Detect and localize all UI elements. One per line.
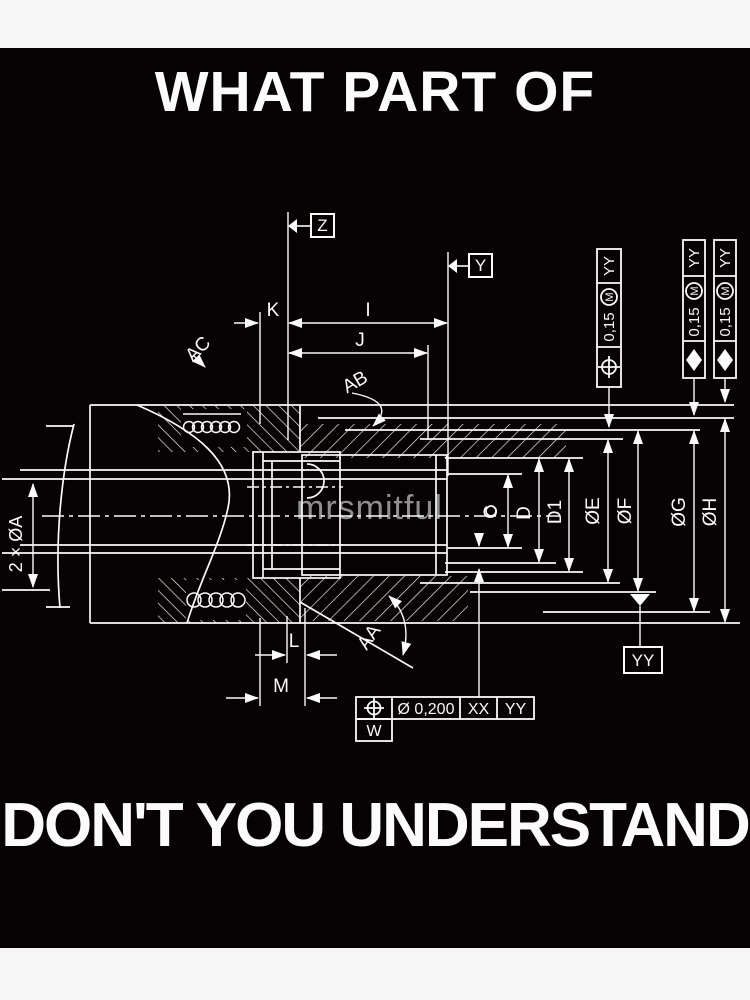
headline-bottom: DON'T YOU UNDERSTAND <box>1 791 750 860</box>
label-oe: ØE <box>583 497 604 524</box>
svg-text:M: M <box>720 286 732 295</box>
diamond-icon <box>717 349 733 371</box>
fcf-bottom-datum1: XX <box>468 701 490 718</box>
label-j: J <box>355 330 365 351</box>
label-l: L <box>289 631 300 652</box>
fcf-bottom-tolerance: Ø 0,200 <box>398 701 455 718</box>
datum-yy-label: YY <box>632 651 655 670</box>
diamond-icon <box>686 349 702 371</box>
position-icon <box>364 698 384 718</box>
fcf1-datum: YY <box>601 256 618 276</box>
fcf3-datum: YY <box>717 248 734 268</box>
datum-w-label: W <box>366 723 382 740</box>
datum-triangle-icon <box>448 259 457 273</box>
fcf-vertical-2: M 0,15 YY <box>682 239 706 379</box>
centerlines <box>42 486 560 546</box>
fcf-vertical-1: M 0,15 YY <box>596 248 622 388</box>
bottom-white-band <box>0 948 750 1000</box>
garter-spring-coils <box>182 413 246 608</box>
headline-top: WHAT PART OF <box>154 60 596 124</box>
label-c: C <box>481 505 502 519</box>
m-circle-icon: M <box>685 282 703 300</box>
label-i: I <box>365 300 370 321</box>
label-m: M <box>273 676 289 697</box>
label-d: D <box>514 506 535 520</box>
m-circle-icon: M <box>716 282 734 300</box>
label-k: K <box>267 300 280 321</box>
part-outlines <box>2 404 740 669</box>
extension-lines <box>259 212 449 706</box>
position-icon <box>598 356 620 378</box>
datum-triangle-icon <box>288 219 297 233</box>
svg-text:M: M <box>604 292 616 301</box>
label-ac: AC <box>182 333 216 367</box>
datum-y-label: Y <box>475 256 486 275</box>
m-circle-icon: M <box>600 288 618 306</box>
label-og: ØG <box>669 497 690 527</box>
label-2xoa: 2 × ØA <box>6 516 26 573</box>
fcf1-tolerance: 0,15 <box>601 312 618 341</box>
datum-triangle-icon <box>630 594 650 606</box>
datum-target-yy: YY <box>623 594 663 674</box>
dimension-labels: K I J AB AC 2 × ØA C D D1 ØE ØF ØG ØH L … <box>6 300 721 697</box>
label-oh: ØH <box>700 498 721 527</box>
fcf3-tolerance: 0,15 <box>717 307 734 336</box>
dimension-lines <box>28 318 730 703</box>
fcf2-tolerance: 0,15 <box>686 307 703 336</box>
label-d1: D1 <box>545 500 566 524</box>
label-ab: AB <box>339 367 371 398</box>
datum-flag-y: Y <box>448 253 493 278</box>
datum-flag-z: Z <box>288 213 335 238</box>
svg-text:M: M <box>689 286 701 295</box>
top-white-band <box>0 0 750 48</box>
fcf-bottom: Ø 0,200 XX YY W <box>355 696 535 742</box>
fcf2-datum: YY <box>686 248 703 268</box>
datum-z-label: Z <box>317 216 327 235</box>
label-of: ØF <box>615 498 636 524</box>
fcf-bottom-datum2: YY <box>505 701 527 718</box>
fcf-vertical-3: M 0,15 YY <box>713 239 737 379</box>
watermark-text: mrsmitful <box>296 489 443 527</box>
